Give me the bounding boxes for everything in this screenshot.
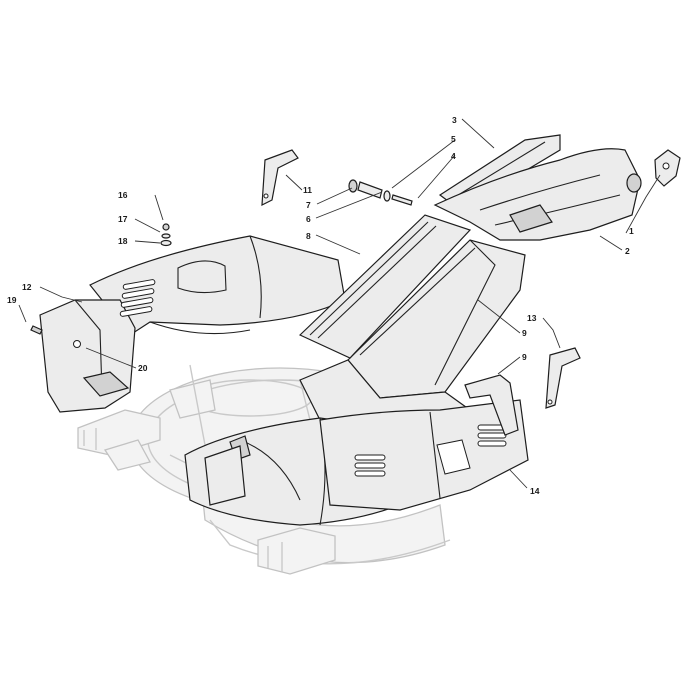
clip-fastener (654, 149, 681, 187)
callout-19: 19 (7, 295, 17, 305)
callout-14: 14 (530, 486, 540, 496)
left-bracket (261, 149, 299, 207)
callout-7: 7 (306, 200, 311, 210)
callout-5: 5 (451, 134, 456, 144)
rear-cover (433, 148, 642, 241)
callout-6: 6 (306, 214, 311, 224)
callout-18: 18 (118, 236, 128, 246)
callout-9-lower: 9 (522, 352, 527, 362)
bumper-mount-bracket (464, 374, 519, 436)
callout-17: 17 (118, 214, 128, 224)
callout-9-upper: 9 (522, 328, 527, 338)
screw-19 (30, 325, 43, 335)
callout-3: 3 (452, 115, 457, 125)
callout-4: 4 (451, 151, 456, 161)
callout-12: 12 (22, 282, 32, 292)
callout-labels: 1 2 3 4 5 6 7 8 9 9 11 12 13 14 16 17 18… (7, 115, 634, 496)
callout-20: 20 (138, 363, 148, 373)
left-vent-grille (119, 279, 156, 317)
callout-1: 1 (629, 226, 634, 236)
callout-2: 2 (625, 246, 630, 256)
callout-11: 11 (303, 185, 312, 195)
callout-16: 16 (118, 190, 128, 200)
right-vent-grille (354, 424, 507, 477)
callout-13: 13 (527, 313, 537, 323)
right-bracket (545, 347, 581, 409)
right-front-panel (319, 399, 529, 511)
upper-fairing-strip (298, 214, 472, 359)
hardware-spacer-bolt (348, 179, 413, 206)
left-side-panel (39, 299, 136, 413)
callout-8: 8 (306, 231, 311, 241)
leader-lines (18, 118, 661, 489)
hardware-stack-16-18 (160, 223, 172, 247)
